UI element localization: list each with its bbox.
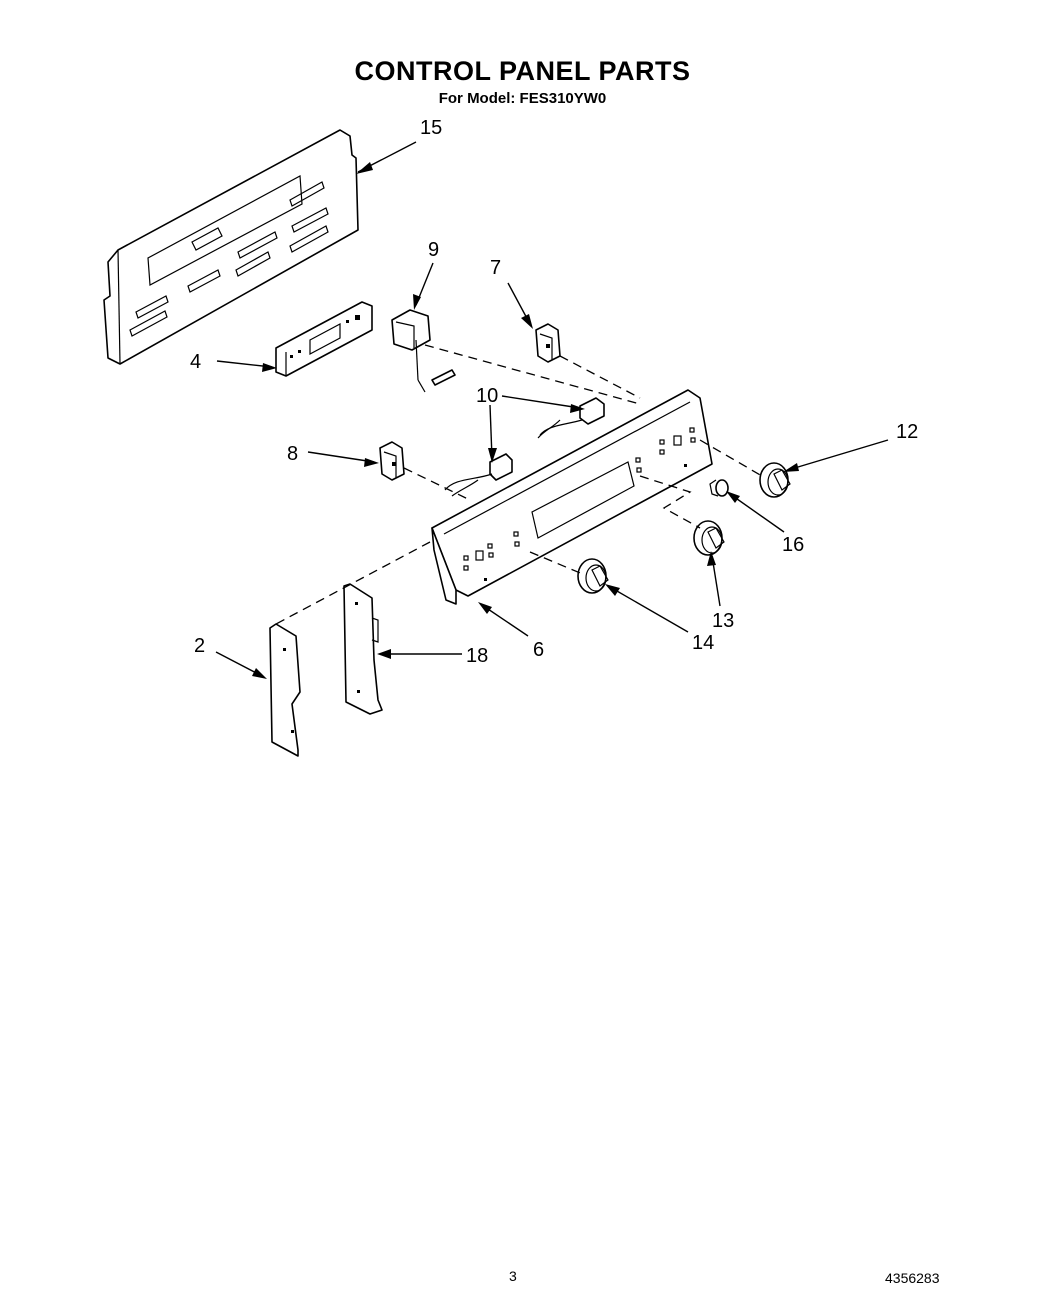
callout-2: 2 [194, 635, 205, 657]
part-12-knob [759, 462, 791, 498]
part-7-switch [535, 323, 561, 363]
callout-8: 8 [287, 443, 298, 465]
document-number: 4356283 [885, 1270, 940, 1286]
part-9-switch [391, 309, 456, 393]
part-13-knob [693, 520, 725, 556]
callout-13: 13 [712, 610, 734, 632]
part-4-clock-module [275, 301, 373, 377]
callout-9: 9 [428, 239, 439, 261]
callout-7: 7 [490, 257, 501, 279]
callout-6: 6 [533, 639, 544, 661]
page-number: 3 [509, 1268, 517, 1284]
part-18-side-bracket [343, 583, 383, 715]
part-14-knob [577, 558, 609, 594]
page-title: CONTROL PANEL PARTS [354, 56, 691, 86]
model-subtitle: For Model: FES310YW0 [438, 90, 607, 107]
part-2-side-trim [269, 623, 301, 757]
part-10-wire-harness [444, 397, 605, 497]
callout-leaders [215, 141, 889, 679]
callout-18: 18 [466, 645, 488, 667]
part-15-rear-bracket [103, 129, 359, 365]
part-16-indicator [709, 479, 729, 497]
callout-12: 12 [896, 421, 918, 443]
callout-4: 4 [190, 351, 201, 373]
callout-10: 10 [476, 385, 498, 407]
callout-16: 16 [782, 534, 804, 556]
assembly-dashed-lines [275, 344, 763, 625]
part-6-control-panel [431, 389, 713, 605]
callout-14: 14 [692, 632, 714, 654]
callout-15: 15 [420, 117, 442, 139]
part-8-switch [379, 441, 405, 481]
callout-labels: 15 9 7 4 10 12 8 16 13 14 6 2 18 [190, 117, 918, 667]
